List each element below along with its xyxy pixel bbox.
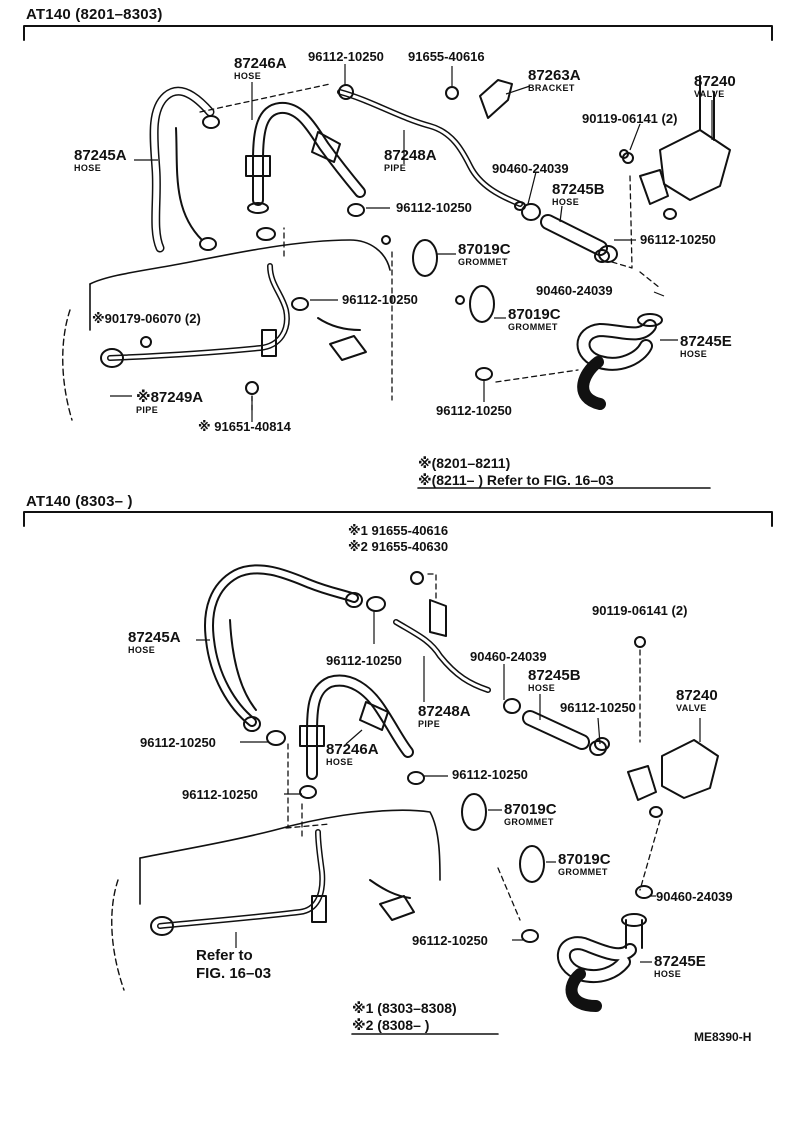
label-91655-40616-s2: ※1 91655-40616 — [348, 523, 449, 538]
label-96112-10250-s2-bottom: 96112-10250 — [412, 933, 488, 948]
label-96112-10250-s1-right: 96112-10250 — [640, 232, 716, 247]
label-91655-40616-s1: 91655-40616 — [408, 49, 485, 64]
label-96112-10250-s1-top: 96112-10250 — [308, 49, 384, 64]
label-96112-10250-s2-mid: 96112-10250 — [452, 767, 528, 782]
note-s2-range-1: ※1 (8303–8308) — [352, 1000, 457, 1016]
label-90119-06141-s2: 90119-06141 (2) — [592, 603, 688, 618]
note-s1-range-b: ※(8211– ) Refer to FIG. 16–03 — [418, 472, 614, 488]
note-s1-range-a: ※(8201–8211) — [418, 455, 511, 471]
label-90460-24039-s1-b: 90460-24039 — [536, 283, 613, 298]
label-96112-10250-s2-lowerleft: 96112-10250 — [182, 787, 258, 802]
note-s2-range-2: ※2 (8308– ) — [352, 1017, 430, 1033]
label-90179-06070-s1: ※90179-06070 (2) — [92, 311, 201, 326]
section-2-frame — [23, 511, 773, 527]
label-96112-10250-s2-right: 96112-10250 — [560, 700, 636, 715]
label-90460-24039-s1-a: 90460-24039 — [492, 161, 569, 176]
label-96112-10250-s1-lower: 96112-10250 — [342, 292, 418, 307]
section-1-frame — [23, 25, 773, 41]
label-96112-10250-s2-top: 96112-10250 — [326, 653, 402, 668]
label-91655-40630-s2: ※2 91655-40630 — [348, 539, 449, 554]
label-96112-10250-s1-mid: 96112-10250 — [396, 200, 472, 215]
label-refer-to: Refer to — [196, 947, 253, 964]
label-96112-10250-s1-bottom: 96112-10250 — [436, 403, 512, 418]
label-91651-40814-s1: ※ 91651-40814 — [198, 419, 291, 434]
section-2-title: AT140 (8303– ) — [26, 493, 133, 510]
label-fig-16-03: FIG. 16–03 — [196, 965, 272, 982]
section-1-title: AT140 (8201–8303) — [26, 6, 163, 23]
figure-code: ME8390-H — [694, 1030, 752, 1044]
label-90460-24039-s2-a: 90460-24039 — [470, 649, 547, 664]
label-96112-10250-s2-left: 96112-10250 — [140, 735, 216, 750]
label-90119-06141-s1: 90119-06141 (2) — [582, 111, 678, 126]
label-90460-24039-s2-b: 90460-24039 — [656, 889, 733, 904]
